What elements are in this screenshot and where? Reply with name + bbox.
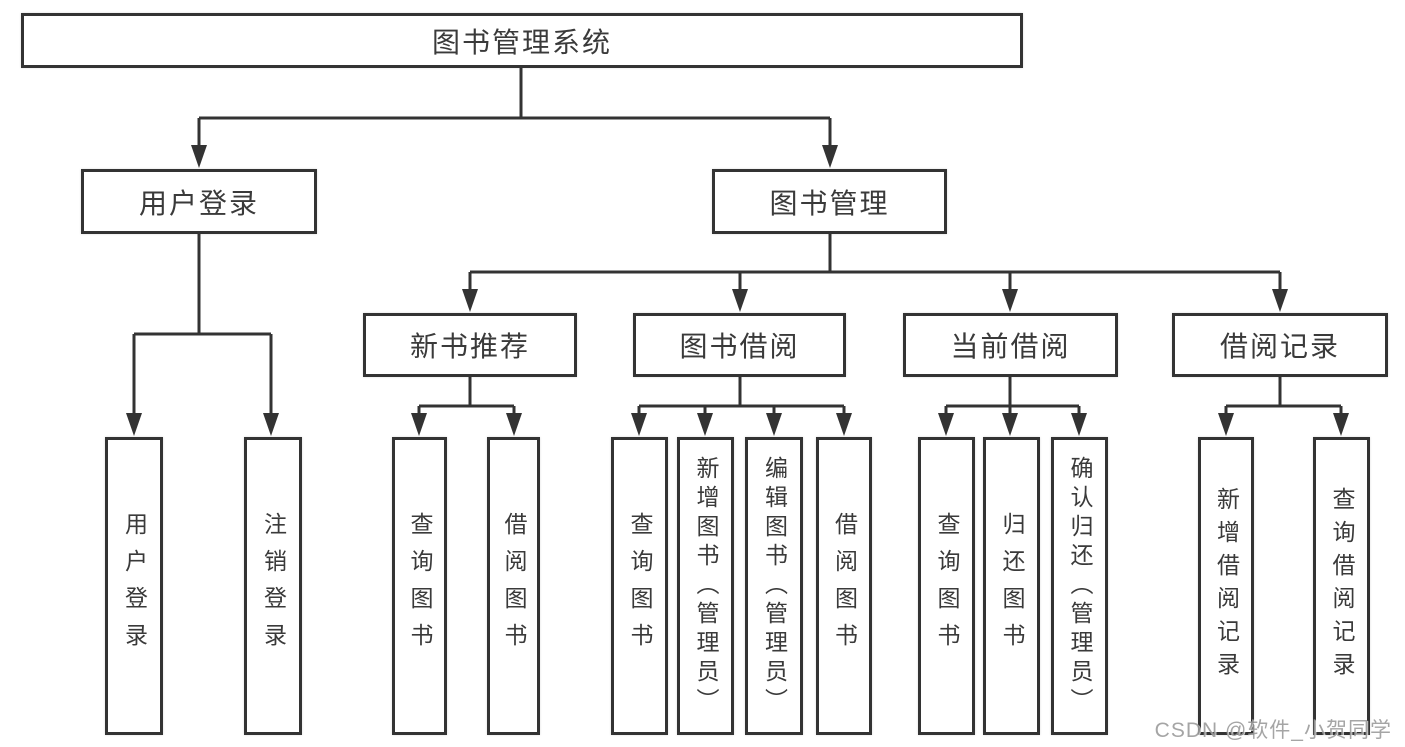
- node-current-borrow-label: 当前借阅: [950, 331, 1071, 362]
- leaf-logout-login-label: 注销登录: [260, 512, 287, 660]
- leaf-borrow-add-book-label: 新增图书（管理员）: [693, 455, 719, 717]
- leaf-borrow-edit-book: 编辑图书（管理员）: [745, 437, 803, 735]
- leaf-borrow-query-book-label: 查询图书: [627, 512, 653, 660]
- node-book-management: 图书管理: [712, 169, 947, 234]
- leaf-record-query-record: 查询借阅记录: [1313, 437, 1370, 735]
- leaf-current-query-book: 查询图书: [918, 437, 975, 735]
- leaf-user-login: 用户登录: [105, 437, 163, 735]
- node-root: 图书管理系统: [21, 13, 1023, 68]
- node-user-login-label: 用户登录: [138, 187, 259, 219]
- leaf-current-confirm-return: 确认归还（管理员）: [1051, 437, 1108, 735]
- node-book-management-label: 图书管理: [769, 187, 890, 219]
- node-book-borrow: 图书借阅: [633, 313, 846, 377]
- leaf-record-add-record: 新增借阅记录: [1198, 437, 1254, 735]
- node-root-label: 图书管理系统: [431, 26, 612, 58]
- leaf-borrow-add-book: 新增图书（管理员）: [677, 437, 734, 735]
- leaf-borrow-borrow-book: 借阅图书: [816, 437, 872, 735]
- leaf-current-return-book: 归还图书: [983, 437, 1040, 735]
- leaf-current-confirm-return-label: 确认归还（管理员）: [1067, 455, 1093, 717]
- leaf-record-add-record-label: 新增借阅记录: [1213, 487, 1240, 685]
- leaf-borrow-query-book: 查询图书: [611, 437, 668, 735]
- leaf-current-return-book-label: 归还图书: [999, 512, 1025, 660]
- leaf-recommend-borrow-book-label: 借阅图书: [501, 512, 527, 660]
- connector-paths: [132, 68, 1343, 418]
- leaf-recommend-borrow-book: 借阅图书: [487, 437, 540, 735]
- leaf-record-query-record-label: 查询借阅记录: [1329, 487, 1355, 685]
- leaf-current-query-book-label: 查询图书: [934, 512, 960, 660]
- leaf-logout-login: 注销登录: [244, 437, 302, 735]
- node-book-borrow-label: 图书借阅: [679, 331, 800, 362]
- leaf-borrow-edit-book-label: 编辑图书（管理员）: [761, 455, 788, 717]
- arrowheads: [126, 145, 1349, 436]
- leaf-borrow-borrow-book-label: 借阅图书: [831, 512, 858, 660]
- leaf-user-login-label: 用户登录: [121, 512, 148, 660]
- node-current-borrow: 当前借阅: [903, 313, 1118, 377]
- node-new-book-recommend: 新书推荐: [363, 313, 577, 377]
- node-borrow-record: 借阅记录: [1172, 313, 1388, 377]
- node-new-book-recommend-label: 新书推荐: [409, 331, 530, 362]
- leaf-recommend-query-book: 查询图书: [392, 437, 447, 735]
- leaf-recommend-query-book-label: 查询图书: [407, 512, 433, 660]
- node-borrow-record-label: 借阅记录: [1219, 331, 1340, 362]
- node-user-login: 用户登录: [81, 169, 317, 234]
